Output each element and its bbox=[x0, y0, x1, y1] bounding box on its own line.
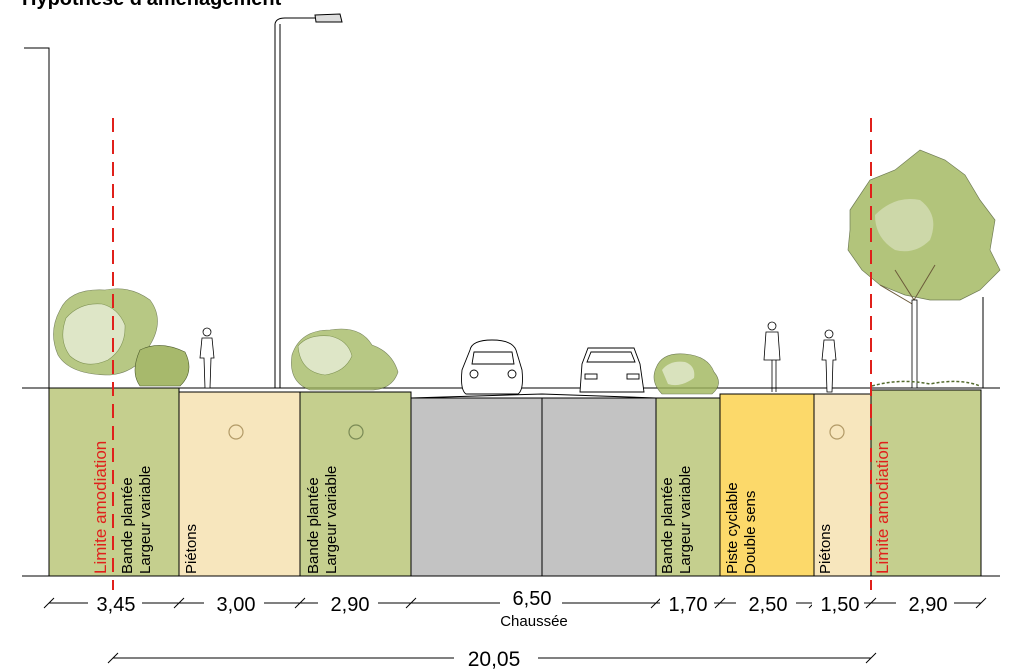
shrub-icon bbox=[291, 328, 399, 391]
roadway-label: Chaussée bbox=[500, 613, 568, 630]
dimension-7: 1,50 bbox=[821, 594, 860, 616]
tree-icon bbox=[847, 149, 1001, 389]
shrub-icon bbox=[653, 353, 719, 395]
manhole-icon bbox=[829, 424, 845, 440]
band-road-1 bbox=[410, 397, 543, 577]
bands-group bbox=[48, 387, 982, 577]
building-wall-left bbox=[24, 47, 50, 388]
limit-label-left: Limite amodiation bbox=[91, 441, 110, 574]
dimension-5: 1,70 bbox=[669, 594, 708, 616]
band-planted-3 bbox=[655, 397, 721, 577]
dimension-1: 3,45 bbox=[97, 594, 136, 616]
band-label-pedestrian-1: Piétons bbox=[183, 524, 200, 574]
car-icon bbox=[579, 347, 645, 393]
car-icon bbox=[461, 339, 523, 395]
band-label-pedestrian-2: Piétons bbox=[817, 524, 834, 574]
dimension-2: 3,00 bbox=[217, 594, 256, 616]
dimension-8: 2,90 bbox=[909, 594, 948, 616]
limit-label-right: Limite amodiation bbox=[873, 441, 892, 574]
cyclist-icon bbox=[763, 321, 781, 392]
pedestrian-icon bbox=[821, 329, 837, 393]
road-crown bbox=[410, 393, 657, 399]
band-label-planted-3b: Largeur variable bbox=[677, 466, 694, 574]
band-label-planted-3a: Bande plantée bbox=[659, 477, 676, 574]
band-label-cycle-a: Piste cyclable bbox=[724, 482, 741, 574]
band-label-planted-1a: Bande plantée bbox=[119, 477, 136, 574]
band-planted-4 bbox=[870, 389, 982, 577]
street-lamp-icon bbox=[274, 13, 343, 388]
dimension-3: 2,90 bbox=[331, 594, 370, 616]
band-pedestrian-2 bbox=[813, 393, 872, 577]
page-title: Hypothèse d'aménagement bbox=[22, 0, 281, 11]
dimension-4: 6,50 bbox=[513, 588, 552, 610]
band-road-2 bbox=[541, 397, 657, 577]
band-label-planted-2b: Largeur variable bbox=[323, 466, 340, 574]
band-label-cycle-b: Double sens bbox=[742, 491, 759, 574]
manhole-icon bbox=[228, 424, 244, 440]
band-cycle-lane bbox=[719, 393, 815, 577]
total-width: 20,05 bbox=[468, 648, 521, 669]
band-label-planted-2a: Bande plantée bbox=[305, 477, 322, 574]
manhole-icon bbox=[348, 424, 364, 440]
pedestrian-icon bbox=[199, 327, 215, 389]
dimension-6: 2,50 bbox=[749, 594, 788, 616]
shrub-icon bbox=[53, 288, 190, 387]
band-label-planted-1b: Largeur variable bbox=[137, 466, 154, 574]
band-planted-2 bbox=[299, 391, 412, 577]
